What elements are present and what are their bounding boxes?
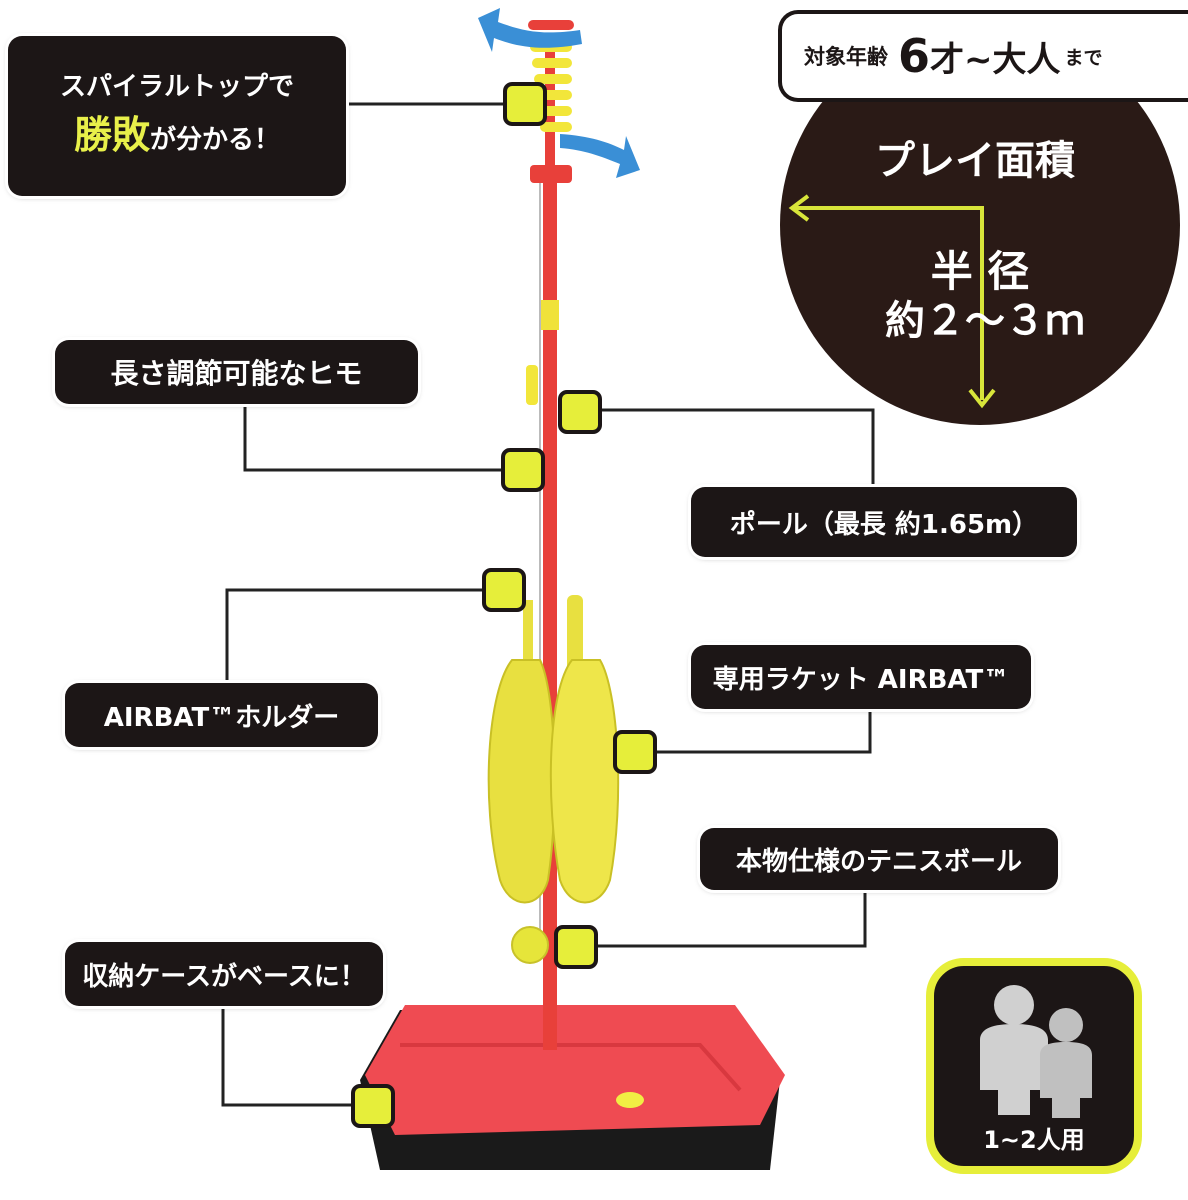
players-label: 1~2人用 [983,1126,1085,1154]
age-number: 6 [898,29,931,83]
storage-case-label: 収納ケースがベースに！ [65,942,383,1006]
play-area-title: プレイ面積 [875,138,1075,184]
spiral-label-rest: が分かる！ [150,125,281,155]
connector-lines [221,102,875,1107]
pole-label: ポール（最長 約1.65m） [691,487,1077,557]
two-people-icon [980,985,1092,1118]
age-prefix: 対象年齢 [804,45,888,69]
storage-case-base [360,1005,785,1170]
play-area-radius-label: 半 径 [930,247,1030,296]
spiral-label-emphasis: 勝敗 [73,113,150,157]
spiral-label-line1: スパイラルトップで [59,72,294,102]
racket-label: 専用ラケット AIRBAT™ [691,645,1031,709]
rotation-arrow-icon [478,8,640,178]
tennis-ball [511,926,549,964]
rope-adjuster [526,365,538,405]
airbat-holder-label: AIRBAT™ホルダー [65,683,378,747]
age-badge: 対象年齢 6 才~大人 まで [778,10,1188,102]
age-mid: 才~大人 [930,39,1061,80]
spiral-top-label: スパイラルトップで 勝敗が分かる！ [8,36,346,196]
age-suffix: まで [1064,46,1103,69]
play-area-radius-value: 約２～３ｍ [885,298,1085,344]
rackets [487,595,620,904]
tennis-ball-label: 本物仕様のテニスボール [700,828,1058,890]
rope-label: 長さ調節可能なヒモ [55,340,418,404]
play-area-circle [780,25,1180,425]
yellow-square-marker-icon [351,82,657,1128]
